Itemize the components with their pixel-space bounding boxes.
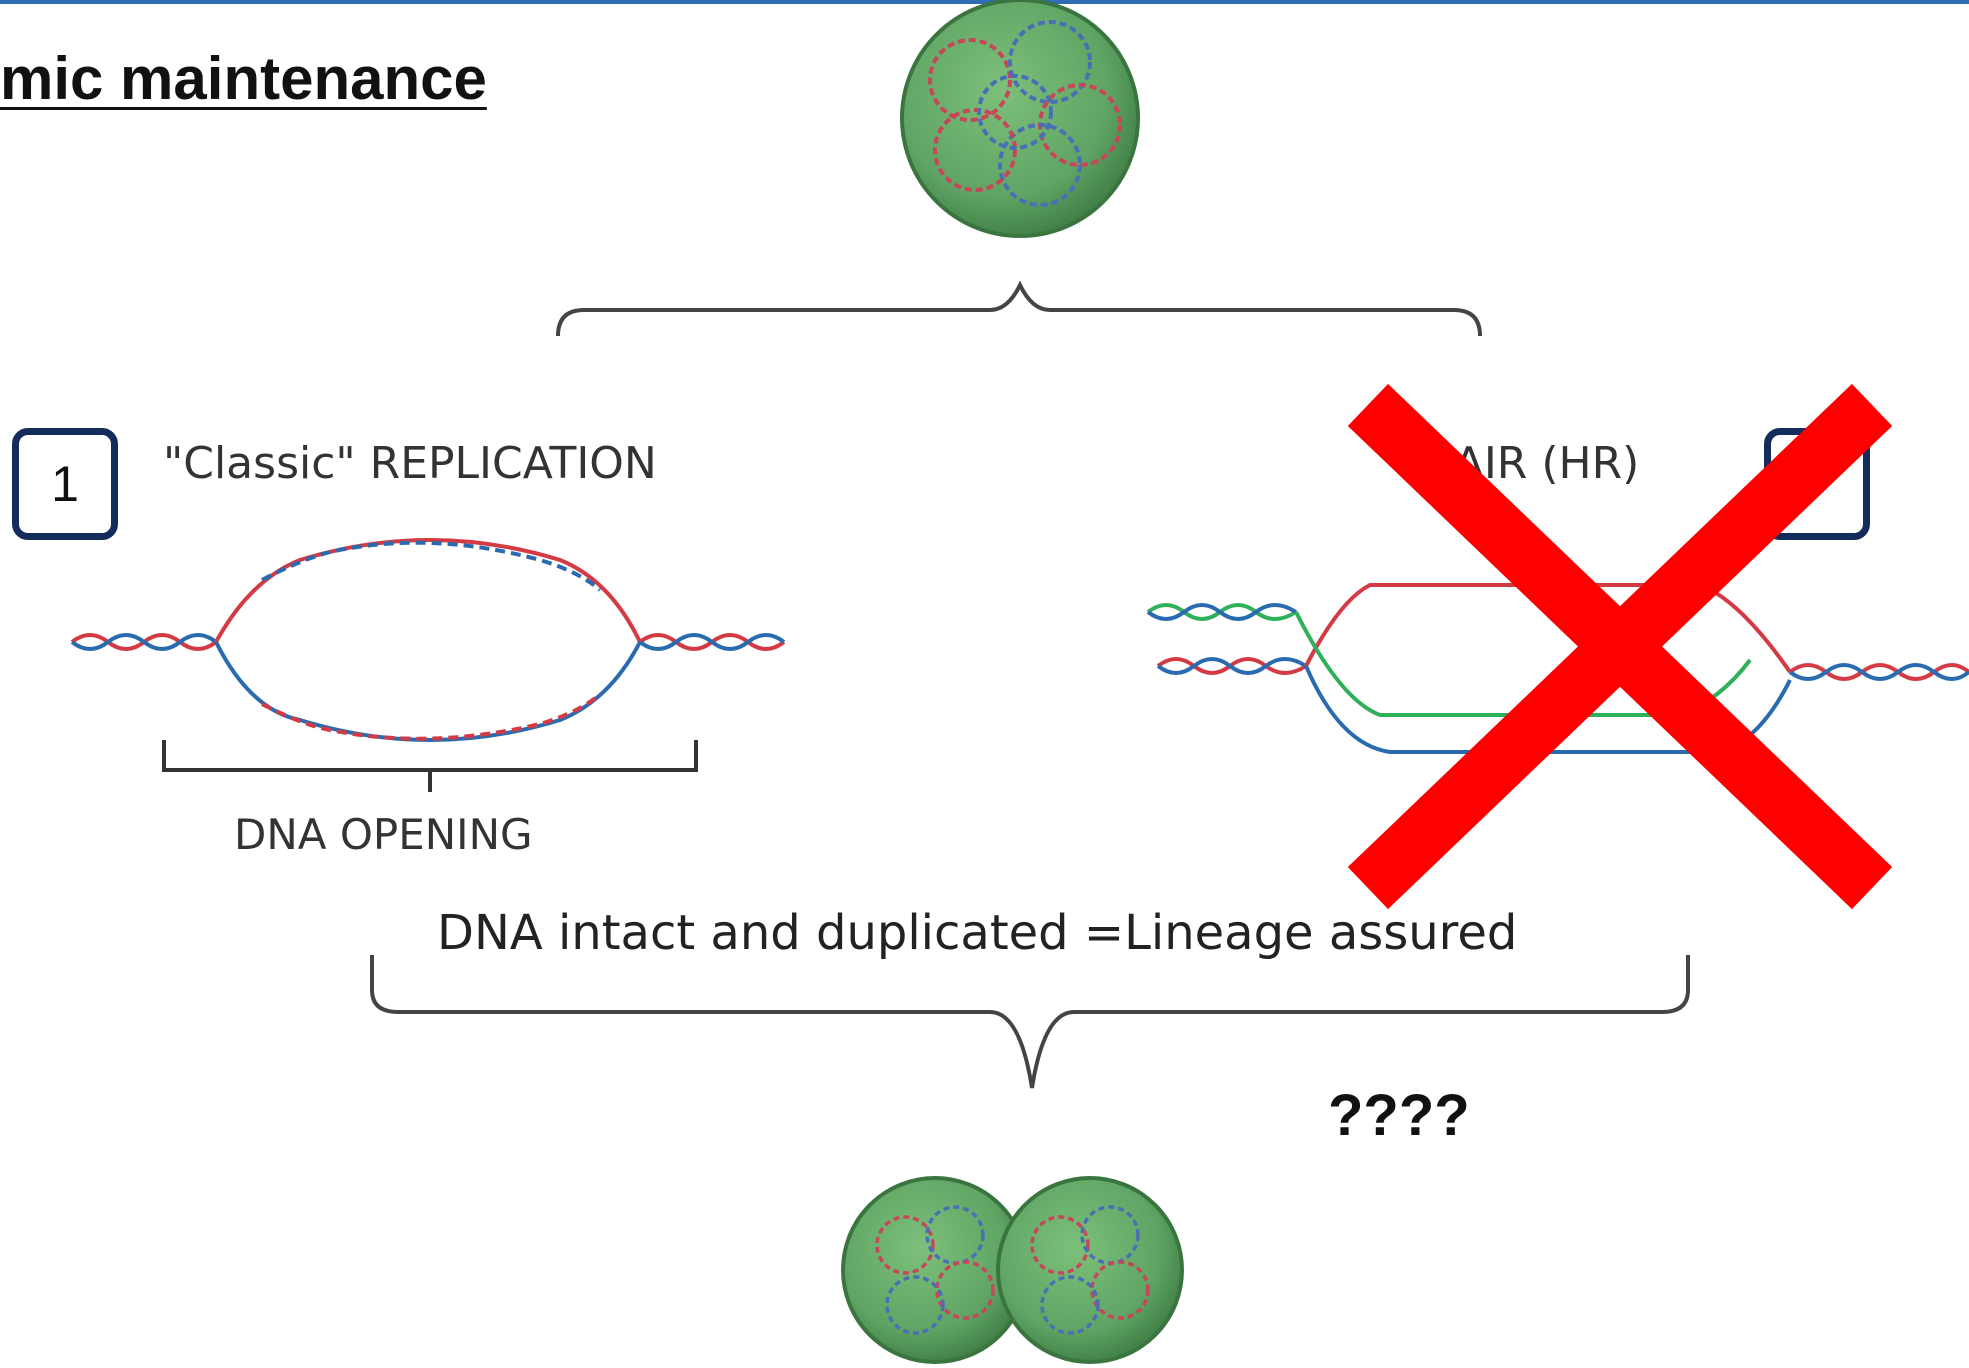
top-brace (556, 280, 1482, 337)
pathway-1-badge: 1 (12, 428, 118, 540)
outcome-label: DNA intact and duplicated =Lineage assur… (437, 905, 1518, 961)
replication-bubble-icon (70, 538, 786, 792)
unknown-marker: ???? (1328, 1083, 1470, 1148)
bottom-brace (370, 955, 1690, 1089)
pathway-2-badge (1764, 428, 1870, 540)
page-title: mic maintenance (0, 45, 487, 112)
header-rule (0, 0, 1969, 4)
replication-label: "Classic" REPLICATION (163, 438, 657, 489)
dna-opening-label: DNA OPENING (234, 810, 533, 859)
daughter-cells-icon (841, 1176, 1184, 1364)
hr-repair-label: PAIR (HR) (1430, 438, 1640, 489)
parent-cell-icon (900, 0, 1140, 238)
